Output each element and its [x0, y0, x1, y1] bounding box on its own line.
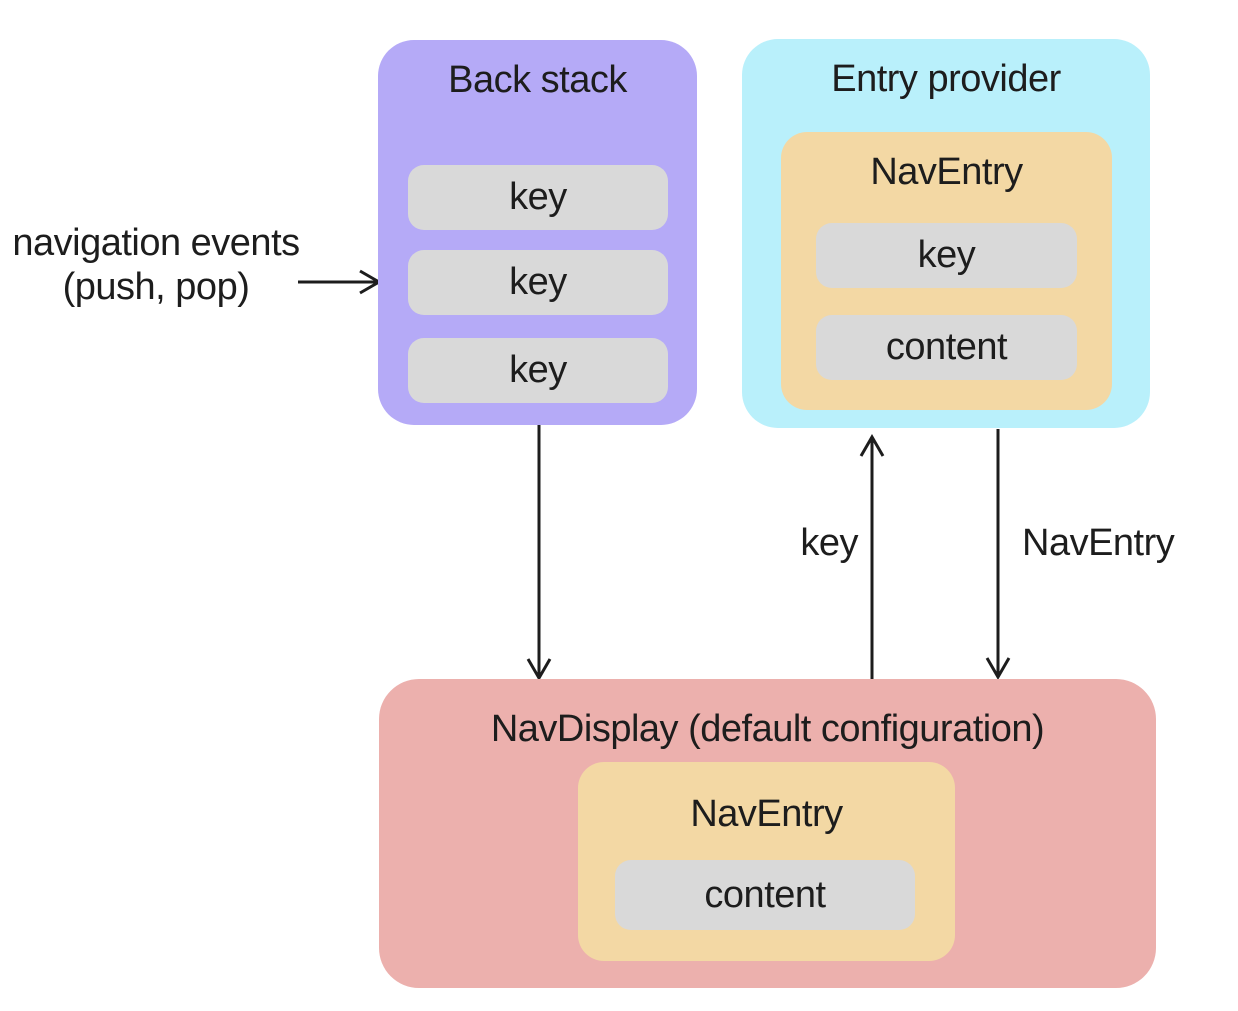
entry-provider-naventry-box: NavEntry key content — [781, 132, 1112, 410]
nav-display-content-pill: content — [615, 860, 915, 930]
nav-display-title: NavDisplay (default configuration) — [490, 708, 1045, 750]
entry-provider-naventry-title: NavEntry — [870, 151, 1023, 193]
back-stack-key-pill: key — [408, 250, 668, 315]
navigation-events-label: navigation events (push, pop) — [0, 221, 312, 309]
nav-display-naventry-title: NavEntry — [690, 793, 843, 835]
nav-display-naventry-box: NavEntry content — [578, 762, 955, 961]
back-stack-key-pill: key — [408, 338, 668, 403]
entry-provider-title: Entry provider — [831, 58, 1061, 100]
nav-display-box: NavDisplay (default configuration) NavEn… — [379, 679, 1156, 988]
edge-key-label: key — [800, 522, 858, 564]
back-stack-box: Back stack key key key — [378, 40, 697, 425]
edge-naventry-label: NavEntry — [1022, 522, 1175, 564]
naventry-key-pill: key — [816, 223, 1077, 288]
naventry-content-pill: content — [816, 315, 1077, 380]
entry-provider-box: Entry provider NavEntry key content — [742, 39, 1150, 428]
navigation-events-line1: navigation events — [12, 222, 300, 264]
navigation-events-line2: (push, pop) — [62, 266, 250, 308]
back-stack-key-pill: key — [408, 165, 668, 230]
back-stack-title: Back stack — [448, 59, 627, 101]
